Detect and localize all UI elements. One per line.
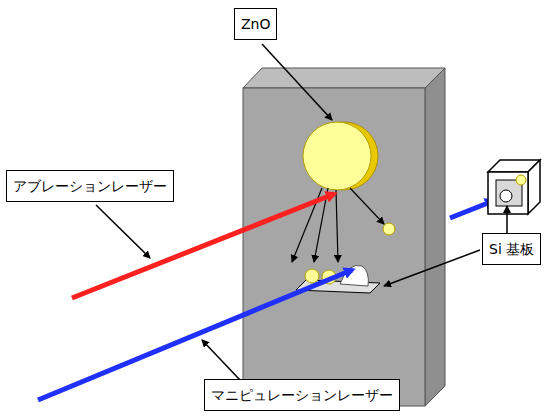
particles bbox=[292, 188, 384, 262]
label-text: アブレーションレーザー bbox=[13, 177, 167, 195]
label-box: マニピュレーションレーザー bbox=[204, 379, 400, 411]
label-box: ZnO bbox=[234, 8, 277, 40]
particle bbox=[305, 269, 319, 283]
zno-target bbox=[303, 122, 378, 190]
label-box: アブレーションレーザー bbox=[6, 170, 174, 202]
substrate-cube bbox=[488, 160, 540, 214]
ablation-laser-beam bbox=[72, 194, 334, 298]
particle bbox=[383, 223, 395, 235]
label-text: ZnO bbox=[241, 15, 270, 33]
label-box: Si 基板 bbox=[482, 233, 541, 265]
label-text: マニピュレーションレーザー bbox=[211, 386, 393, 404]
label-text: Si 基板 bbox=[489, 240, 534, 258]
manipulation-laser-beam bbox=[450, 201, 493, 218]
chamber-slab bbox=[243, 68, 445, 406]
leader-arrows bbox=[96, 44, 507, 380]
